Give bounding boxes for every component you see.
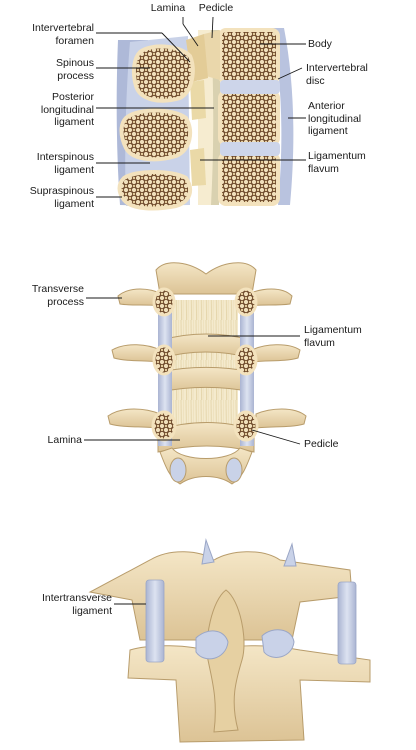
- label-ligamentum-flavum-1: Ligamentum flavum: [308, 150, 366, 175]
- sagittal-leader-lines: [96, 16, 306, 198]
- label-flavum2-l1: Ligamentum: [304, 324, 362, 336]
- posterior-panel: [88, 538, 371, 743]
- label-intervertebral-disc: Intervertebral disc: [306, 62, 368, 87]
- vertebral-body-3: [218, 152, 280, 206]
- intervertebral-disc-1: [220, 80, 280, 94]
- anterior-longitudinal-ligament-shape: [272, 28, 294, 205]
- label-pll-l3: ligament: [54, 116, 94, 128]
- label-intertransverse-l1: Intertransverse: [41, 592, 112, 604]
- transverse-processes: [107, 288, 307, 429]
- label-all-l2: longitudinal: [308, 112, 362, 125]
- left-facet: [169, 457, 187, 483]
- label-transverse-l1: Transverse: [31, 283, 84, 295]
- label-posterior-longitudinal-ligament: Posterior longitudinal ligament: [8, 91, 94, 129]
- upper-articular-arch: [155, 262, 257, 295]
- label-pll-l1: Posterior: [51, 91, 94, 103]
- label-pedicle-2: Pedicle: [304, 438, 339, 450]
- laminae-panel: [84, 262, 307, 485]
- label-supraspinous-ligament: Supraspinous ligament: [8, 185, 94, 210]
- label-transverse-process: Transverse process: [4, 283, 84, 308]
- pedicle-shape: [204, 30, 220, 80]
- spinous-process-1: [131, 44, 195, 103]
- label-lamina-top: Lamina: [150, 2, 186, 14]
- intertransverse-ligament-left: [145, 579, 165, 663]
- right-superior-tip: [283, 542, 297, 567]
- label-pll-l2: longitudinal: [40, 103, 94, 116]
- label-intervertebral-foramen-l2: foramen: [55, 34, 94, 47]
- pedicle-sections: [151, 287, 259, 442]
- label-spinous-process-l2: process: [57, 69, 94, 82]
- laminae-leader-lines: [84, 297, 301, 445]
- lamina-bar-3: [157, 422, 255, 453]
- label-intertransverse-ligament: Intertransverse ligament: [4, 592, 112, 617]
- label-lamina-2: Lamina: [47, 434, 82, 446]
- label-supraspinous-l1: Supraspinous: [29, 185, 94, 197]
- label-flavum1-l1: Ligamentum: [308, 150, 366, 162]
- label-body: Body: [308, 38, 332, 50]
- intervertebral-disc-2: [220, 142, 280, 156]
- right-facet: [225, 457, 243, 483]
- label-disc-l1: Intervertebral: [306, 62, 368, 74]
- label-pedicle-top: Pedicle: [198, 2, 234, 14]
- ligamentum-flavum-shape-2: [190, 148, 206, 186]
- vertebral-body-1: [218, 28, 280, 84]
- sagittal-panel: [96, 16, 306, 211]
- label-all-l1: Anterior: [308, 100, 345, 112]
- spinous-process-2: [119, 108, 193, 162]
- left-superior-tip: [201, 538, 215, 565]
- label-interspinous-l2: ligament: [54, 163, 94, 176]
- label-flavum1-l2: flavum: [308, 162, 339, 175]
- label-transverse-l2: process: [47, 295, 84, 308]
- right-facet-capsule: [261, 629, 295, 658]
- label-anterior-longitudinal-ligament: Anterior longitudinal ligament: [308, 100, 361, 138]
- spinous-process-3: [117, 170, 193, 211]
- label-intervertebral-foramen: Intervertebral foramen: [8, 22, 94, 47]
- label-all-l3: ligament: [308, 125, 348, 137]
- ligamentum-flavum-shape-1: [190, 80, 206, 120]
- label-ligamentum-flavum-2: Ligamentum flavum: [304, 324, 362, 349]
- label-intertransverse-l2: ligament: [72, 604, 112, 617]
- intertransverse-ligament-right: [337, 581, 357, 665]
- label-flavum2-l2: flavum: [304, 336, 335, 349]
- label-interspinous-ligament: Interspinous ligament: [8, 151, 94, 176]
- label-intervertebral-foramen-l1: Intervertebral: [32, 22, 94, 34]
- label-disc-l2: disc: [306, 74, 325, 87]
- label-spinous-process-l1: Spinous: [56, 57, 94, 69]
- left-facet-capsule: [195, 630, 229, 660]
- label-supraspinous-l2: ligament: [54, 197, 94, 210]
- vertebral-body-2: [218, 90, 280, 146]
- label-spinous-process: Spinous process: [8, 57, 94, 82]
- label-interspinous-l1: Interspinous: [36, 151, 94, 163]
- lower-vertebra: [127, 645, 371, 743]
